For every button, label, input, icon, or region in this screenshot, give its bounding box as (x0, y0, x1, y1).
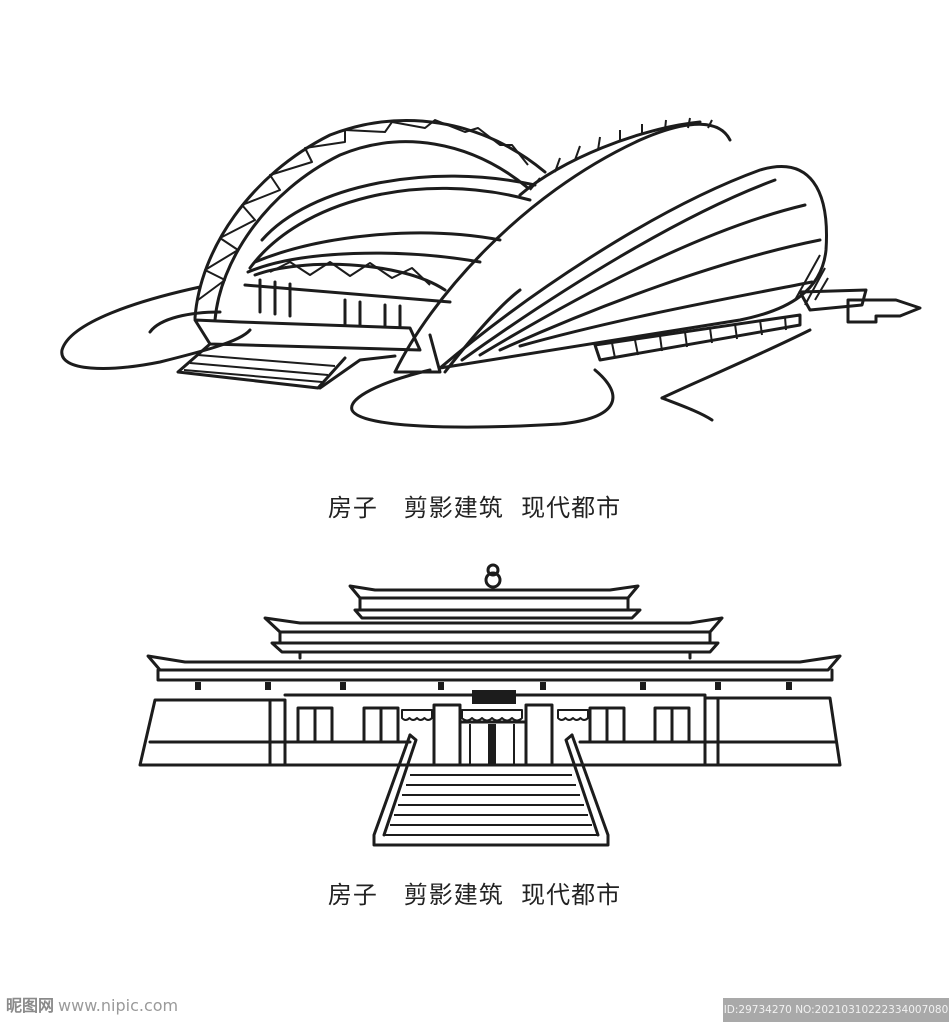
right-arch-struts (529, 117, 713, 191)
right-base-columns (611, 316, 787, 359)
roof-tier-2-eave (270, 641, 720, 654)
roof-tier-1-eave (353, 608, 642, 620)
annex-wing (846, 298, 922, 324)
left-arch-outer (193, 119, 547, 320)
right-arch-top (518, 120, 702, 197)
roof-tier-1-band (358, 596, 630, 612)
stairs-treads (183, 354, 336, 383)
stair-treads (384, 764, 598, 836)
right-shell-foot (393, 333, 442, 374)
right-rib-4 (518, 280, 814, 348)
front-ground-plate (350, 368, 615, 429)
opening-top (253, 262, 447, 292)
right-base-band (593, 313, 802, 362)
door-panels (469, 724, 515, 765)
nipic-site-url: www.nipic.com (58, 996, 179, 1015)
nipic-logo-text: 昵图网 (6, 996, 55, 1015)
tier-2-posts (298, 650, 692, 660)
opening-zigzag (269, 261, 431, 286)
right-rib-3 (498, 238, 822, 352)
finial-top (486, 563, 500, 577)
drape-center (461, 709, 523, 722)
right-wing-wall (703, 696, 842, 767)
right-shell-front-edge (443, 288, 522, 374)
beam-ends (195, 682, 792, 690)
temple-illustration (0, 545, 949, 855)
staircase-rails (382, 733, 600, 837)
opening-beam (243, 283, 452, 304)
right-rib-1 (460, 178, 777, 362)
right-ground-curve (660, 328, 812, 400)
left-truss-zigzag (197, 119, 529, 301)
left-ground-plate (60, 285, 252, 370)
staircase-outline (372, 733, 610, 847)
image-id-bar: ID:29734270 NO:20210310222334007080 (723, 998, 949, 1022)
portal-plaque (472, 690, 516, 704)
roof-tier-2-band (278, 630, 712, 645)
temple-caption: 房子 剪影建筑 现代都市 (327, 881, 622, 909)
left-plate-inner (148, 310, 222, 334)
stadium-illustration (0, 100, 949, 440)
left-wing-wall (138, 698, 287, 767)
left-arch-inner (213, 140, 530, 322)
left-rib-1 (248, 186, 532, 270)
annex-block (798, 288, 868, 312)
roof-tier-3 (146, 654, 842, 672)
portal-left-pillar (432, 703, 462, 767)
stadium-line-drawing (60, 117, 922, 429)
finial-bottom (484, 571, 502, 589)
stairs-side (318, 354, 397, 390)
left-rib-2 (260, 174, 537, 242)
stairs-outline (176, 342, 347, 390)
drape-right (557, 709, 589, 721)
right-ground-tail (660, 396, 714, 422)
door-opening (488, 724, 496, 765)
opening-columns (258, 278, 402, 328)
right-shell-body (438, 165, 828, 370)
right-arch-outer (393, 122, 732, 374)
left-rib-3 (253, 231, 502, 264)
portal-right-pillar (524, 703, 554, 767)
left-rib-4 (246, 251, 482, 274)
right-rib-2 (478, 203, 807, 357)
roof-tier-2 (263, 616, 724, 634)
temple-line-drawing (138, 563, 842, 847)
stadium-caption: 房子 剪影建筑 现代都市 (327, 494, 622, 522)
drape-left (401, 709, 433, 721)
